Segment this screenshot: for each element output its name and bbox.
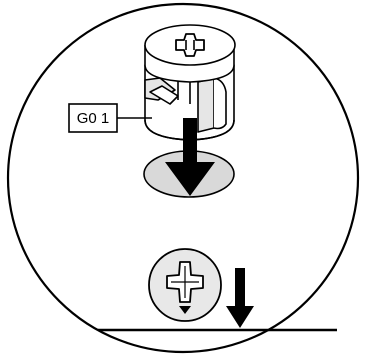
insert-arrow-icon [165, 118, 215, 196]
phillips-screw-head-icon [148, 248, 222, 322]
screw-arrow-icon [226, 268, 254, 328]
part-label: G0 1 [68, 103, 118, 133]
cam-lock-fitting-icon [144, 24, 236, 141]
part-label-text: G0 1 [77, 110, 110, 127]
